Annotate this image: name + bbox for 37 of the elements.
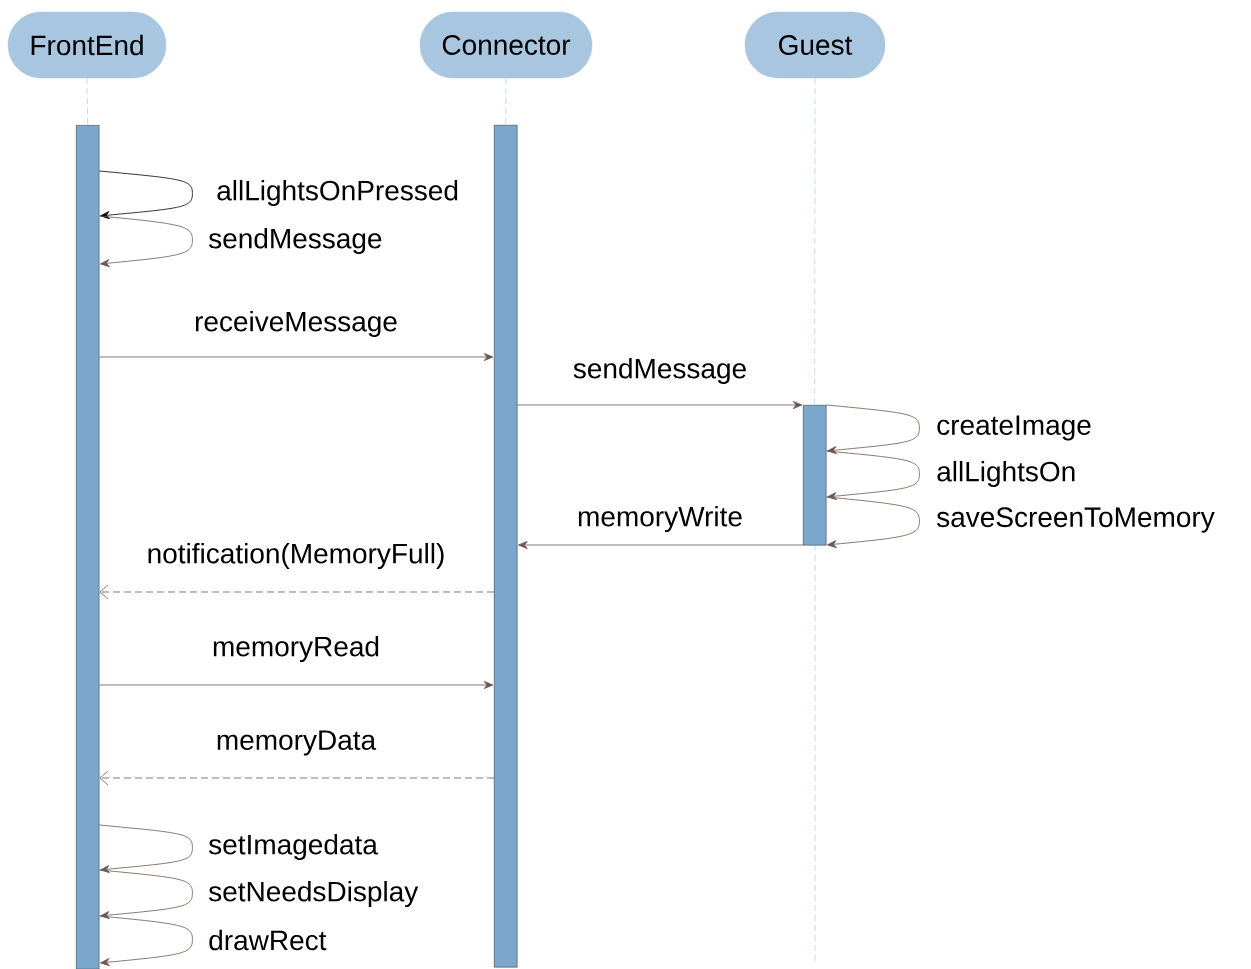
message-arrow	[517, 401, 803, 409]
message-label: createImage	[935, 414, 1093, 442]
lifeline	[505, 77, 507, 126]
activation-bar	[494, 125, 518, 968]
message-label: memoryData	[214, 729, 378, 757]
self-message-arrow	[826, 404, 920, 455]
lifeline	[814, 77, 816, 406]
message-label: saveScreenToMemory	[935, 506, 1216, 534]
lifeline-head: Connector	[419, 11, 593, 79]
activation-bar	[76, 125, 100, 969]
message-arrow	[99, 770, 495, 786]
message-label: memoryWrite	[576, 504, 744, 534]
message-label: drawRect	[207, 928, 328, 952]
message-label: sendMessage	[207, 226, 384, 256]
self-message-arrow	[99, 824, 193, 874]
message-arrow	[99, 353, 494, 361]
message-label: setImagedata	[207, 832, 379, 862]
self-message-arrow	[99, 170, 193, 220]
message-label: memoryRead	[211, 634, 382, 664]
message-arrow	[99, 584, 495, 600]
self-message-arrow	[99, 215, 193, 268]
message-label: notification(MemoryFull)	[145, 541, 447, 571]
self-message-arrow	[99, 915, 193, 967]
message-label: allLightsOnPressed	[215, 178, 460, 208]
self-message-arrow	[826, 496, 920, 549]
lifeline	[86, 77, 89, 126]
message-label: setNeedsDisplay	[207, 879, 420, 909]
activation-bar	[803, 405, 827, 546]
message-arrow	[99, 681, 494, 689]
message-label: sendMessage	[571, 356, 749, 386]
lifeline-head: Guest	[744, 11, 886, 79]
message-label: receiveMessage	[193, 309, 399, 339]
self-message-arrow	[99, 869, 193, 920]
message-arrow	[518, 541, 804, 549]
lifeline-head: FrontEnd	[7, 11, 167, 79]
message-label: allLightsOn	[935, 459, 1078, 489]
self-message-arrow	[826, 450, 920, 501]
